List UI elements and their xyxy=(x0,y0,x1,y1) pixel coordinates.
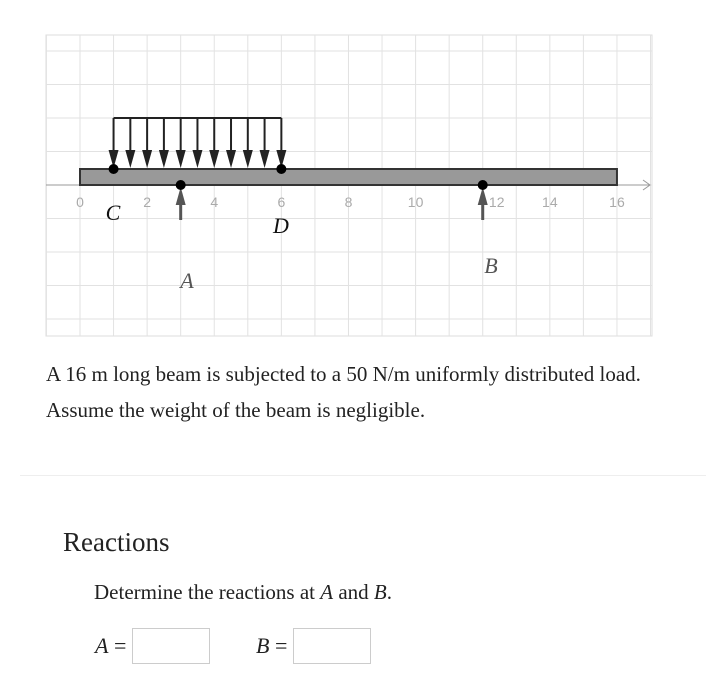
answer-b-input[interactable] xyxy=(293,628,372,664)
label-b: B xyxy=(484,253,497,278)
x-tick-label: 4 xyxy=(210,194,218,210)
problem-description: A 16 m long beam is subjected to a 50 N/… xyxy=(46,362,641,422)
answer-a-label: A xyxy=(95,633,109,658)
x-tick-label: 8 xyxy=(345,194,353,210)
equals-sign: = xyxy=(113,633,127,658)
x-tick-label: 16 xyxy=(609,194,625,210)
load-arrow-head-icon xyxy=(125,150,136,168)
reaction-arrow-head-icon xyxy=(175,187,186,205)
answer-a-input[interactable] xyxy=(132,628,211,664)
load-arrow-head-icon xyxy=(259,150,270,168)
x-tick-label: 10 xyxy=(408,194,424,210)
x-tick-label: 14 xyxy=(542,194,558,210)
prompt-a: A xyxy=(320,580,334,604)
divider xyxy=(20,475,706,476)
prompt-b: B xyxy=(373,580,387,604)
point-d xyxy=(276,164,287,174)
load-arrow-head-icon xyxy=(242,150,253,168)
load-arrow-head-icon xyxy=(226,150,237,168)
label-c: C xyxy=(106,200,121,225)
reaction-arrow-head-icon xyxy=(477,187,488,205)
x-tick-label: 2 xyxy=(143,194,151,210)
label-a: A xyxy=(178,268,194,293)
answer-b-label: B xyxy=(256,633,270,658)
x-tick-label: 6 xyxy=(277,194,285,210)
answer-b-group: B = xyxy=(256,628,372,664)
label-d: D xyxy=(272,213,289,238)
beam-diagram: C D A B 0 2 4 6 8 10 12 14 16 xyxy=(45,34,653,337)
answer-a-group: A = xyxy=(95,628,211,664)
beam xyxy=(79,168,618,186)
load-arrow-head-icon xyxy=(209,150,220,168)
prompt-text: Determine the reactions at xyxy=(94,580,321,604)
section-title: Reactions xyxy=(63,527,170,557)
load-arrow-head-icon xyxy=(142,150,153,168)
x-tick-label: 0 xyxy=(76,194,84,210)
question-prompt: Determine the reactions at A and B. xyxy=(94,580,392,605)
x-axis-arrow-icon xyxy=(642,179,651,191)
load-arrow-head-icon xyxy=(108,150,119,168)
point-c xyxy=(108,164,119,174)
load-arrow-head-icon xyxy=(276,150,287,168)
x-tick-label: 12 xyxy=(489,194,505,210)
load-arrow-head-icon xyxy=(192,150,203,168)
prompt-and: and xyxy=(333,580,374,604)
equals-sign: = xyxy=(274,633,288,658)
point-a xyxy=(175,180,186,190)
load-arrow-head-icon xyxy=(158,150,169,168)
point-b xyxy=(477,180,488,190)
prompt-end: . xyxy=(386,580,392,604)
load-arrow-head-icon xyxy=(175,150,186,168)
